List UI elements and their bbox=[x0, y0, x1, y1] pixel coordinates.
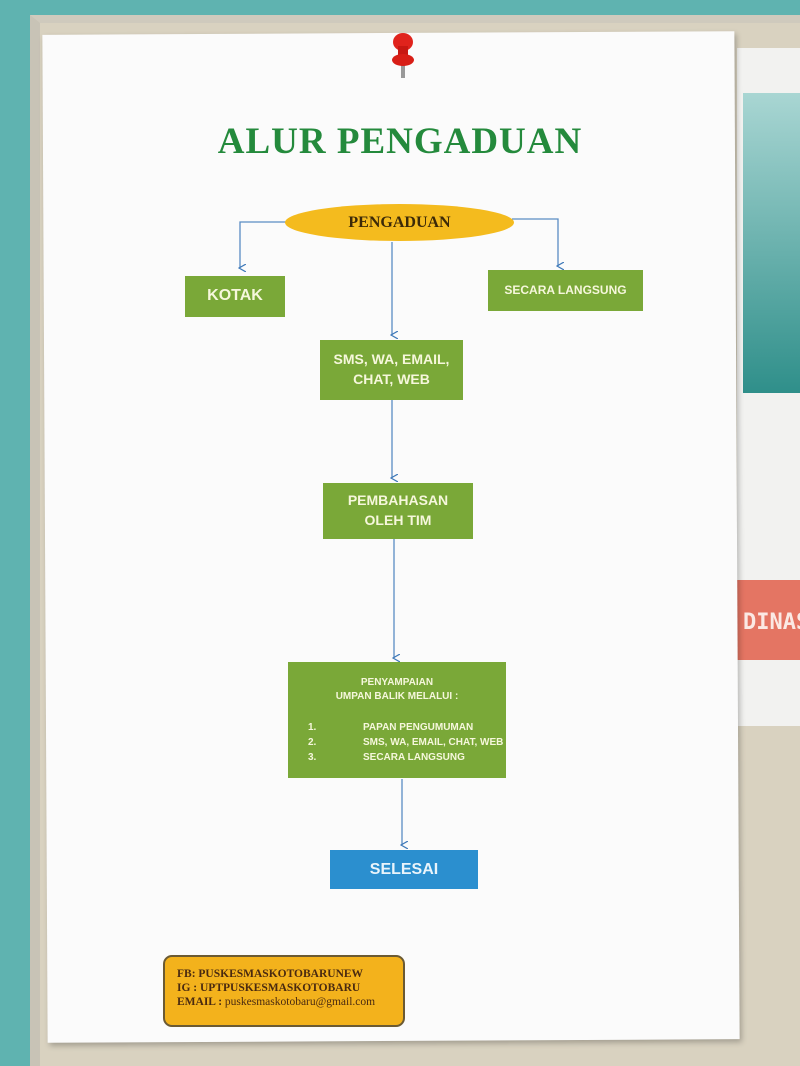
feedback-item: 2. SMS, WA, EMAIL, CHAT, WEB bbox=[288, 735, 506, 750]
contact-fb: FB: PUSKESMASKOTOBARUNEW bbox=[177, 968, 364, 980]
contact-email-label: EMAIL : bbox=[177, 996, 223, 1008]
arrow-to-kotak bbox=[240, 221, 290, 268]
item-text: PAPAN PENGUMUMAN bbox=[363, 722, 474, 733]
contact-ig: IG : UPTPUSKESMASKOTOBARU bbox=[177, 982, 361, 994]
contact-email: puskesmaskotobaru@gmail.com bbox=[224, 996, 376, 1008]
node-text: PEMBAHASAN bbox=[347, 492, 449, 509]
page-title: ALUR PENGADUAN bbox=[217, 121, 583, 162]
push-pin-icon bbox=[392, 33, 414, 78]
node-text: PENYAMPAIAN bbox=[360, 677, 434, 688]
feedback-item: 3. SECARA LANGSUNG bbox=[288, 750, 506, 765]
item-number: 3. bbox=[308, 752, 317, 763]
feedback-item: 1. PAPAN PENGUMUMAN bbox=[288, 720, 506, 735]
node-selesai: SELESAI bbox=[330, 850, 478, 889]
contact-box: FB: PUSKESMASKOTOBARUNEW IG : UPTPUSKESM… bbox=[163, 955, 405, 1027]
node-feedback: PENYAMPAIAN UMPAN BALIK MELALUI : 1. PAPA… bbox=[288, 662, 506, 778]
node-kotak: KOTAK bbox=[185, 276, 285, 317]
item-number: 2. bbox=[308, 737, 317, 748]
node-pengaduan: PENGADUAN bbox=[285, 204, 514, 241]
side-poster: DINAS bbox=[737, 48, 800, 726]
node-digital-channels: SMS, WA, EMAIL, CHAT, WEB bbox=[320, 340, 463, 400]
node-text: SMS, WA, EMAIL, bbox=[333, 351, 450, 368]
item-number: 1. bbox=[308, 722, 317, 733]
node-text: CHAT, WEB bbox=[353, 371, 430, 387]
side-poster-text: DINAS bbox=[737, 580, 800, 660]
item-text: SECARA LANGSUNG bbox=[363, 752, 465, 763]
item-text: SMS, WA, EMAIL, CHAT, WEB bbox=[363, 737, 504, 748]
node-discussion: PEMBAHASAN OLEH TIM bbox=[323, 483, 473, 539]
node-secara-langsung: SECARA LANGSUNG bbox=[488, 270, 643, 311]
node-text: OLEH TIM bbox=[364, 512, 432, 528]
arrow-to-langsung bbox=[512, 218, 558, 266]
node-text: UMPAN BALIK MELALUI : bbox=[335, 691, 459, 702]
